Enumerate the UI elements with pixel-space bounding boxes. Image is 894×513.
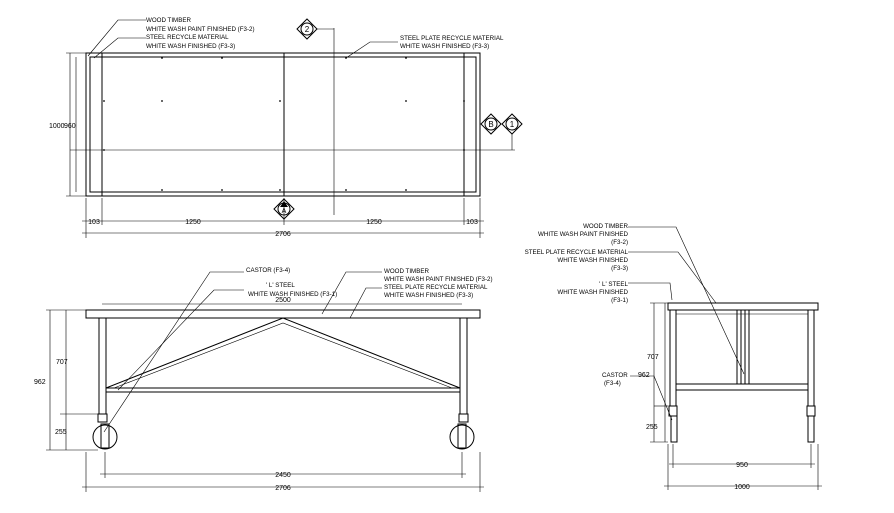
plan-outline: [85, 52, 481, 197]
side-note-wood-code: (F3-2): [611, 239, 628, 246]
section-marker-b: B: [480, 113, 502, 135]
side-left-castor: [668, 405, 678, 443]
side-note-l-steel-finish: WHITE WASH FINISHED: [557, 289, 628, 296]
front-dim-castor-h: 255: [55, 429, 67, 436]
leader-side-castor: [630, 375, 673, 421]
side-center-post-a: [736, 309, 742, 385]
side-note-castor-code: (F3-4): [604, 380, 621, 387]
section-marker-1: 1: [501, 113, 523, 150]
front-truss-inner: [113, 322, 453, 389]
side-center-post-b: [744, 309, 750, 385]
note-steel-recycle-finish: WHITE WASH FINISHED (F3-3): [146, 43, 235, 50]
note-steel-plate-finish: WHITE WASH FINISHED (F3-3): [400, 43, 489, 50]
front-dimensions: 2500 707 962 255 2450 2706: [34, 297, 484, 492]
side-elevation: WOOD TIMBER WHITE WASH PAINT FINISHED (F…: [525, 223, 822, 491]
plan-inner-outline: [89, 56, 477, 193]
front-right-leg: [459, 317, 468, 415]
note-steel-recycle: STEEL RECYCLE MATERIAL: [146, 34, 229, 41]
front-dim-total-h: 962: [34, 379, 46, 386]
side-dim-total-w: 1000: [734, 484, 750, 491]
side-dim-inner-w: 950: [736, 462, 748, 469]
front-note-wood-finish: WHITE WASH PAINT FINISHED (F3-2): [384, 276, 493, 283]
plan-dim-span-a: 1250: [185, 219, 201, 226]
plan-dim-total: 2706: [275, 231, 291, 238]
leader-l-steel: [117, 289, 244, 391]
leader-front-plate: [349, 287, 382, 319]
front-dim-wheel-span: 2450: [275, 472, 291, 479]
front-dim-frame-h: 707: [56, 359, 68, 366]
front-elevation: CASTOR (F3-4) ' L' STEEL WHITE WASH FINI…: [34, 267, 493, 492]
note-wood-timber-finish: WHITE WASH PAINT FINISHED (F3-2): [146, 26, 255, 33]
plan-left-end-rail: [85, 52, 103, 197]
plan-dimensions: 1000 960 103 1250 1250 103 2706: [49, 52, 484, 238]
plan-dim-span-b: 1250: [366, 219, 382, 226]
note-wood-timber: WOOD TIMBER: [146, 17, 191, 24]
front-top-timber: [85, 309, 481, 319]
side-dimensions: 707 962 255 950 1000: [638, 302, 822, 491]
marker-2-label: 2: [305, 25, 310, 34]
plan-dim-height: 1000: [49, 123, 65, 130]
front-left-leg: [98, 317, 107, 415]
front-note-castor: CASTOR (F3-4): [246, 267, 290, 274]
marker-1-label: 1: [510, 120, 515, 129]
marker-b-label: B: [488, 120, 493, 129]
side-right-leg: [807, 309, 815, 407]
side-note-plate-finish: WHITE WASH FINISHED: [557, 257, 628, 264]
side-left-leg: [669, 309, 677, 407]
side-dim-castor-h: 255: [646, 424, 658, 431]
leader-side-plate: [628, 251, 717, 304]
side-note-wood-finish: WHITE WASH PAINT FINISHED: [538, 231, 628, 238]
front-dim-top-span: 2500: [275, 297, 291, 304]
leader-front-wood: [321, 271, 382, 315]
side-note-l-steel-code: (F3-1): [611, 297, 628, 304]
leader-steel-plate: [345, 41, 398, 59]
front-note-plate-finish: WHITE WASH FINISHED (F3-3): [384, 292, 473, 299]
leader-steel-recycle: [93, 37, 146, 59]
front-dim-total: 2706: [275, 485, 291, 492]
side-top-timber: [667, 302, 819, 311]
note-steel-plate: STEEL PLATE RECYCLE MATERIAL: [400, 35, 504, 42]
leader-wood-timber: [87, 19, 146, 57]
front-truss-outer: [105, 317, 461, 389]
side-note-castor: CASTOR: [602, 372, 628, 379]
front-note-wood: WOOD TIMBER: [384, 268, 429, 275]
leader-castor: [103, 271, 244, 433]
plan-screw-dots: [103, 57, 465, 191]
front-note-l-steel: ' L' STEEL: [266, 282, 295, 289]
front-note-plate: STEEL PLATE RECYCLE MATERIAL: [384, 284, 488, 291]
front-note-l-steel-finish: WHITE WASH FINISHED (F3-1): [248, 291, 337, 298]
side-note-wood: WOOD TIMBER: [583, 223, 628, 230]
plan-view: WOOD TIMBER WHITE WASH PAINT FINISHED (F…: [49, 17, 523, 238]
leader-side-l-steel: [628, 282, 673, 301]
plan-dim-height-inner: 960: [64, 123, 76, 130]
plan-right-end-rail: [463, 52, 481, 197]
side-note-l-steel: ' L' STEEL: [599, 281, 628, 288]
plan-dim-right-end: 103: [466, 219, 478, 226]
plan-dim-left-end: 103: [88, 219, 100, 226]
side-dim-total-h: 962: [638, 372, 650, 379]
front-left-castor: [92, 413, 118, 450]
side-right-castor: [806, 405, 816, 443]
side-note-plate-code: (F3-3): [611, 265, 628, 272]
front-right-castor: [449, 413, 475, 450]
side-dim-frame-h: 707: [647, 354, 659, 361]
side-note-plate: STEEL PLATE RECYCLE MATERIAL: [525, 249, 629, 256]
section-marker-2: 2: [296, 18, 334, 40]
leader-side-wood: [628, 226, 745, 375]
